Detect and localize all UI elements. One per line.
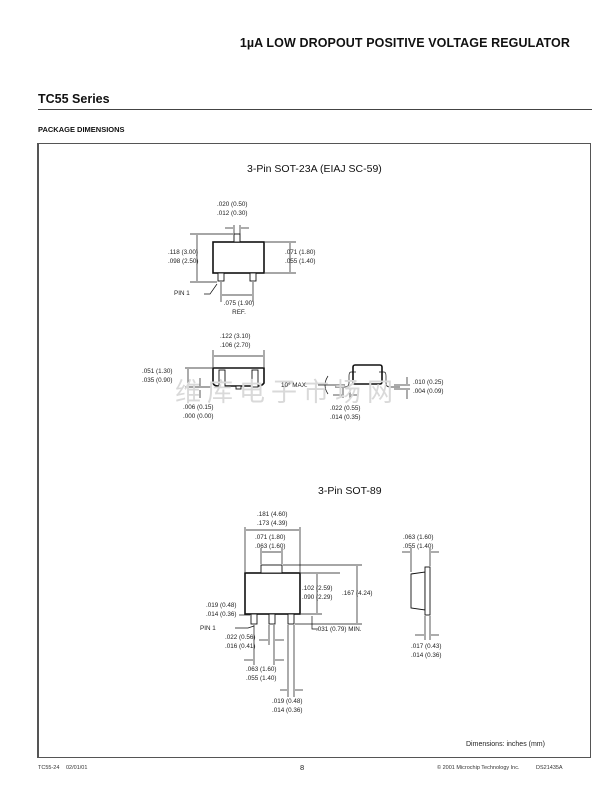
sot23-foot-length-dim: .022 (0.55).014 (0.35) bbox=[330, 405, 361, 421]
sot89-overall-length-dim: .181 (4.60).173 (4.39) bbox=[257, 511, 288, 527]
sot23-pin-1 bbox=[217, 272, 225, 282]
sot89-overall-height-dim: .167 (4.24) bbox=[342, 590, 373, 597]
sot23-side-view bbox=[318, 364, 410, 399]
sot89-side-lead-thickness-dim: .017 (0.43).014 (0.36) bbox=[411, 643, 442, 659]
sot23-angle-label: 10° MAX. bbox=[281, 382, 308, 389]
footer-page-number: 8 bbox=[300, 763, 305, 772]
footer-doc-id: TC55-24 bbox=[38, 765, 60, 771]
footer-date: 02/01/01 bbox=[66, 765, 88, 771]
sot23-lead-thickness-dim: .010 (0.25).004 (0.09) bbox=[413, 379, 444, 395]
sot89-pin1-label: PIN 1 bbox=[200, 625, 216, 632]
sot23-title: 3-Pin SOT-23A (EIAJ SC-59) bbox=[247, 163, 382, 175]
section-title: PACKAGE DIMENSIONS bbox=[38, 125, 125, 134]
figure-frame bbox=[37, 143, 591, 758]
sot89-outer-lead-width-dim: .019 (0.48).014 (0.36) bbox=[206, 602, 237, 618]
footer-ds-number: DS21435A bbox=[536, 765, 563, 771]
sot23-body bbox=[212, 241, 265, 274]
sot23-front-view bbox=[185, 350, 265, 398]
sot89-right-lead-width-dim: .019 (0.48).014 (0.36) bbox=[272, 698, 303, 714]
sot89-body-height-dim: .102 (2.59).090 (2.29) bbox=[302, 585, 333, 601]
document-header-title: 1µA LOW DROPOUT POSITIVE VOLTAGE REGULAT… bbox=[239, 36, 570, 50]
sot89-pitch-dim: .063 (1.60).055 (1.40) bbox=[246, 666, 277, 682]
sot89-side-view bbox=[402, 548, 439, 640]
watermark-text: 维库电子市场网 bbox=[175, 378, 400, 408]
footer-copyright: © 2001 Microchip Technology Inc. bbox=[437, 765, 520, 771]
sot23-body-height-dim: .071 (1.80).055 (1.40) bbox=[285, 249, 316, 265]
sot23-standoff-dim: .006 (0.15).000 (0.00) bbox=[183, 404, 214, 420]
sot23-pin-2 bbox=[249, 272, 257, 282]
sot23-pitch-dim: .075 (1.90)REF. bbox=[223, 300, 255, 316]
sot89-side-thickness-dim: .063 (1.60).055 (1.40) bbox=[403, 534, 434, 550]
units-note: Dimensions: inches (mm) bbox=[466, 741, 545, 748]
sot89-tab bbox=[260, 564, 283, 574]
sot89-lead-length-dim: .031 (0.79) MIN. bbox=[316, 626, 362, 633]
sot89-tab-width-dim: .071 (1.80).063 (1.60) bbox=[255, 534, 286, 550]
sot23-body-length-dim: .122 (3.10).106 (2.70) bbox=[220, 333, 251, 349]
series-title: TC55 Series bbox=[38, 92, 110, 106]
sot89-top-view bbox=[235, 527, 362, 697]
sot23-thickness-dim: .051 (1.30).035 (0.90) bbox=[142, 368, 173, 384]
sot23-pin1-label: PIN 1 bbox=[174, 290, 190, 297]
sot23-top-view bbox=[190, 225, 296, 302]
sot89-center-lead-width-dim: .022 (0.56).016 (0.41) bbox=[225, 634, 256, 650]
sot23-overall-height-dim: .118 (3.00).098 (2.50) bbox=[168, 249, 199, 265]
sot89-body bbox=[244, 572, 301, 615]
sot23-pin-top bbox=[233, 233, 241, 243]
header-rule bbox=[38, 109, 592, 110]
sot23-lead-width-dim: .020 (0.50).012 (0.30) bbox=[217, 201, 248, 217]
sot89-title: 3-Pin SOT-89 bbox=[318, 485, 382, 497]
